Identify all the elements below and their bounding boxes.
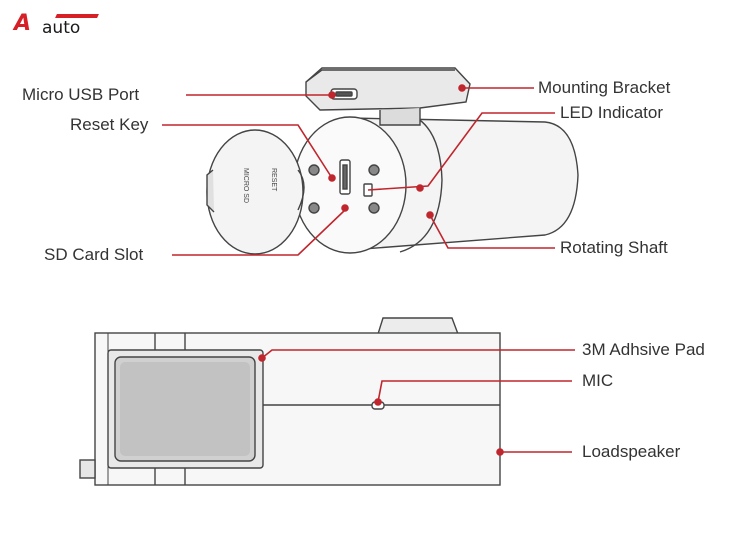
label-rotating-shaft: Rotating Shaft	[560, 238, 668, 257]
camera-front-face	[293, 116, 407, 254]
leader-lines	[162, 84, 575, 456]
cover-text-reset: RESET	[270, 168, 277, 192]
label-loudspeaker: Loadspeaker	[582, 442, 681, 461]
port-cover: RESET MICRO SD	[206, 129, 305, 255]
label-mounting-bracket: Mounting Bracket	[538, 78, 671, 97]
label-sd-card-slot: SD Card Slot	[44, 245, 144, 264]
camera-side-profile	[79, 317, 501, 486]
logo-mark: A	[14, 11, 31, 36]
logo-text: auto	[42, 18, 81, 38]
label-micro-usb-port: Micro USB Port	[22, 85, 140, 104]
cover-text-microsd: MICRO SD	[242, 168, 249, 203]
label-reset-key: Reset Key	[70, 115, 149, 134]
brand-logo: A auto	[12, 6, 122, 42]
mounting-bracket	[305, 67, 471, 126]
label-mic: MIC	[582, 371, 614, 390]
label-led-indicator: LED Indicator	[560, 103, 663, 122]
label-3m-adhesive-pad: 3M Adhsive Pad	[582, 340, 705, 359]
